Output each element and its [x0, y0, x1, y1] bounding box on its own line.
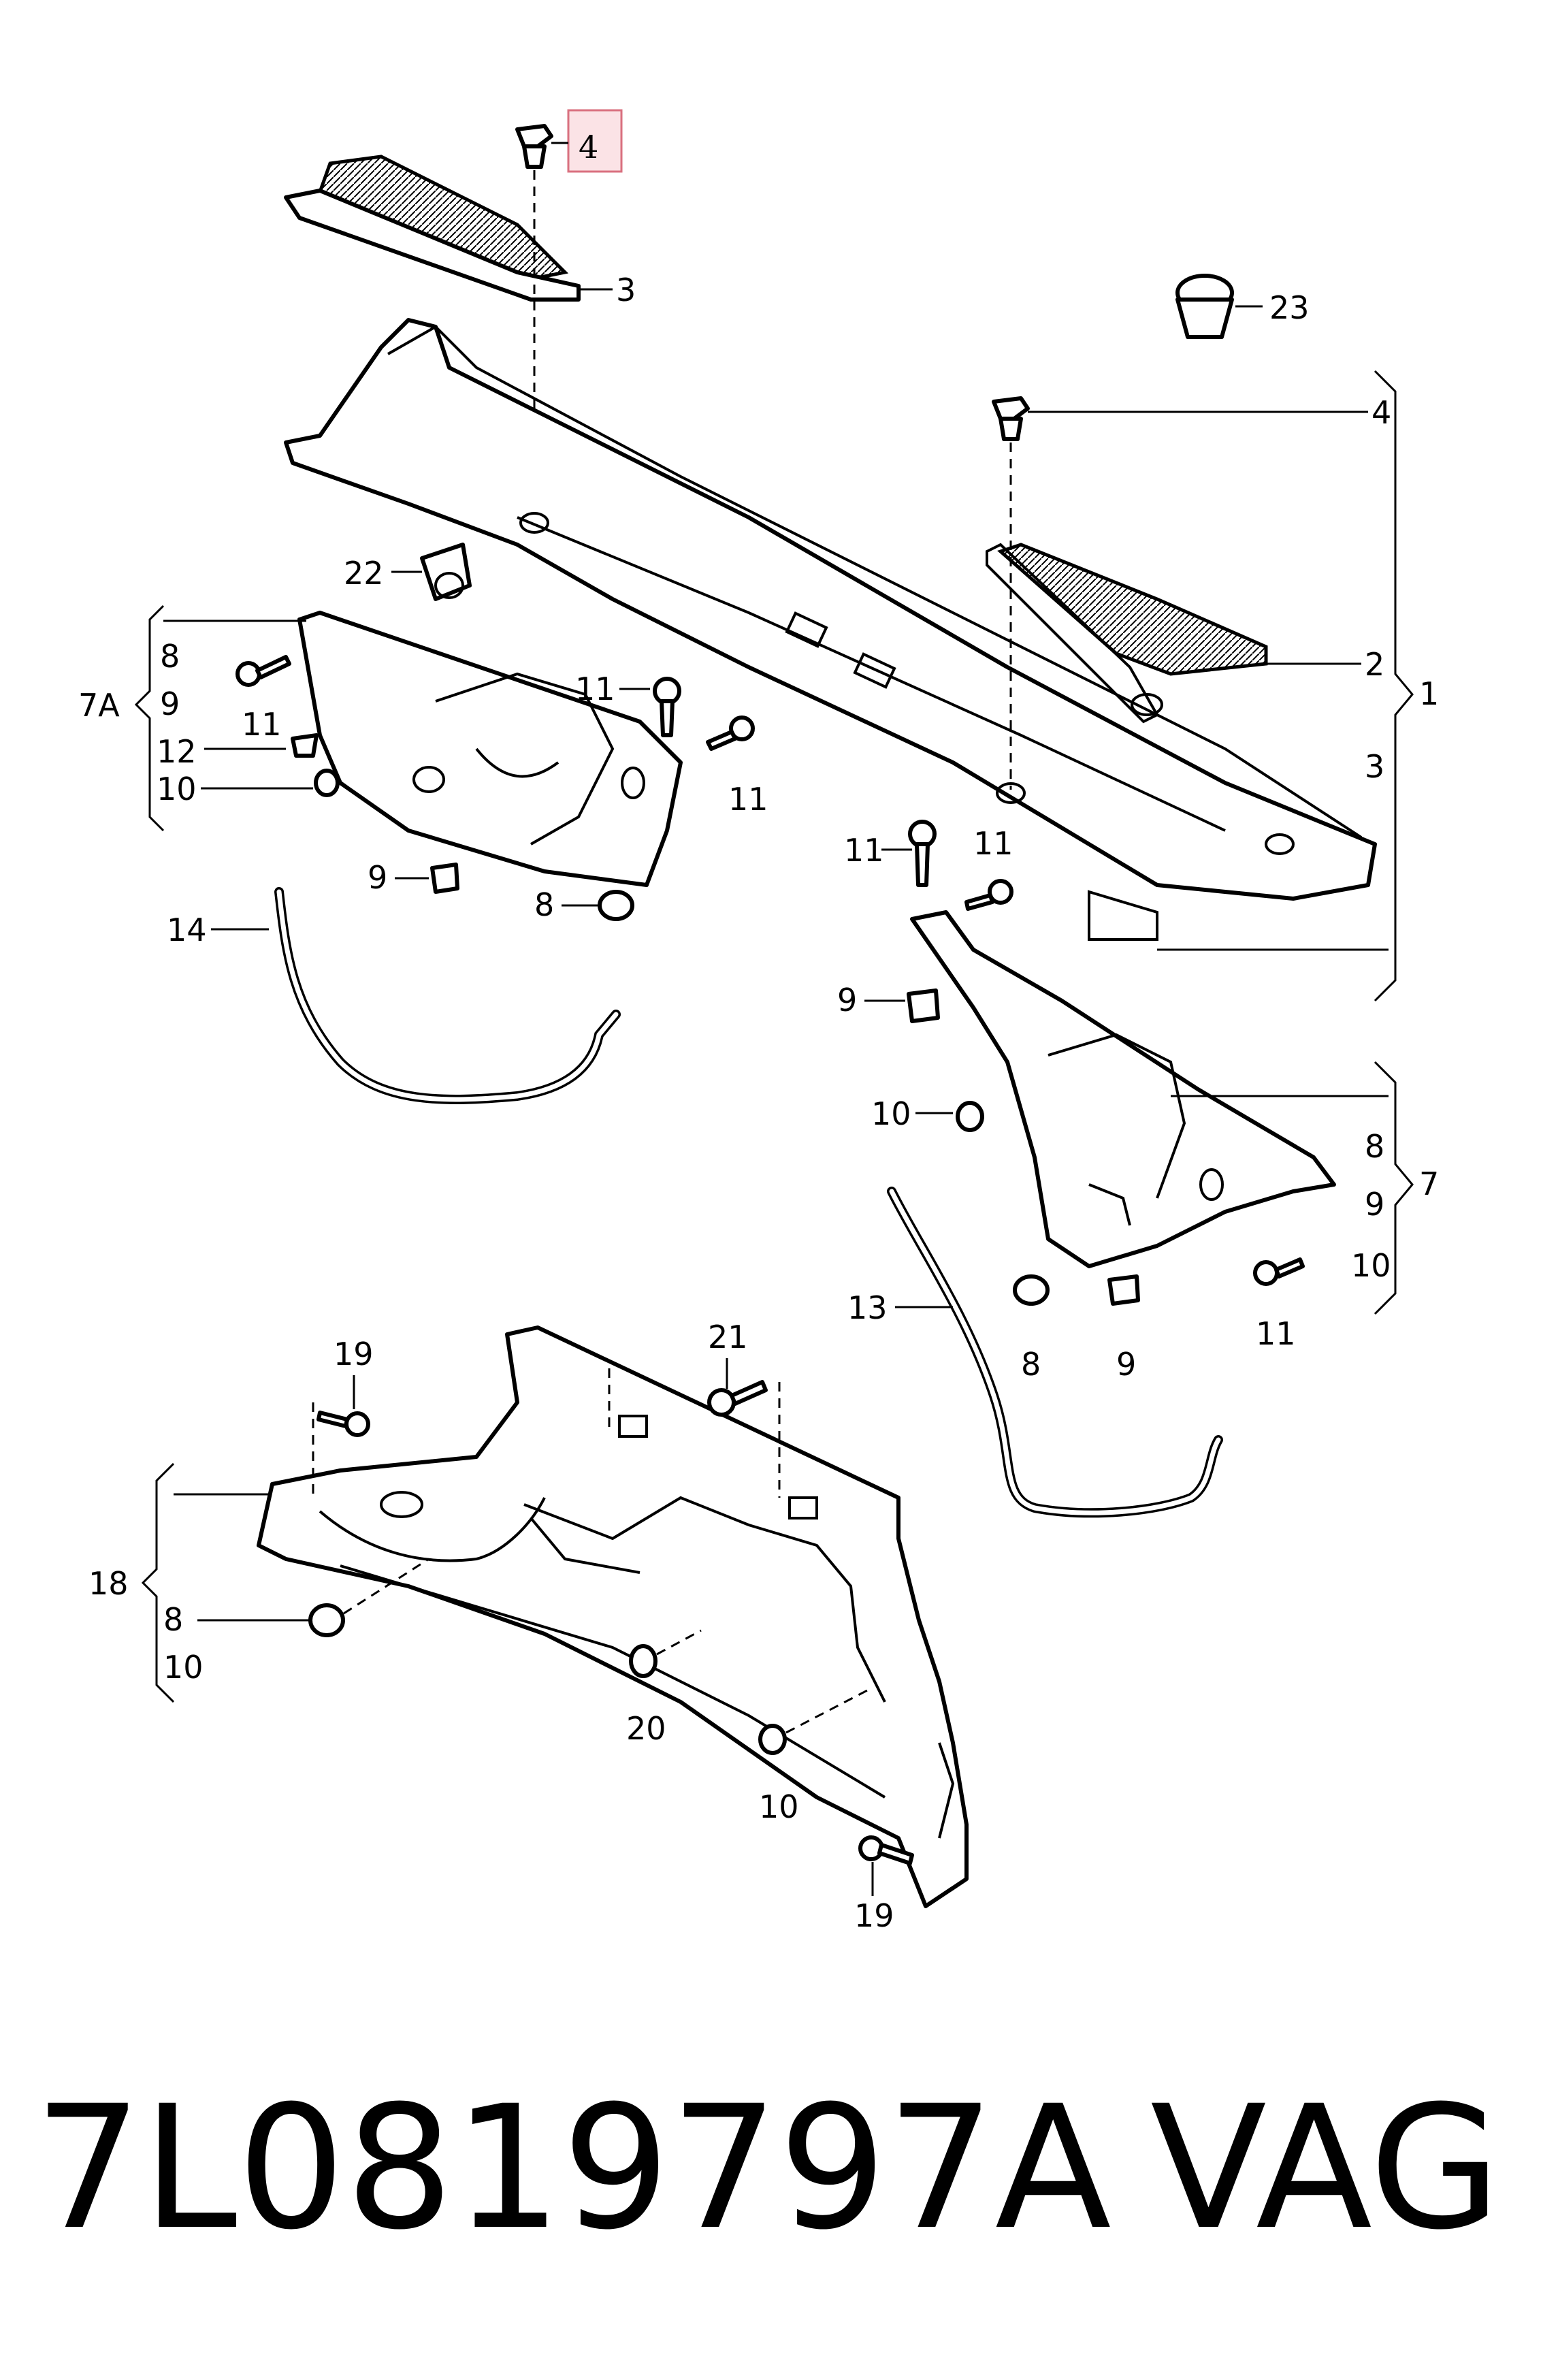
label-9-mid: 9	[368, 859, 387, 896]
label-13: 13	[847, 1289, 888, 1326]
label-1: 1	[1419, 675, 1439, 712]
label-8-mid: 8	[534, 886, 554, 923]
label-2: 2	[1365, 646, 1384, 683]
nut-20-icon	[629, 1644, 658, 1678]
clip-4-right-icon	[992, 396, 1030, 441]
bulkhead-cover-18	[257, 1325, 969, 1908]
main-cowl-panel	[284, 318, 1377, 941]
lower-cowl-grille-2	[986, 543, 1268, 724]
label-8-left: 8	[160, 638, 180, 675]
bolt-11-right-small-icon	[706, 715, 755, 751]
bolt-19-bottom-icon	[858, 1835, 914, 1865]
label-11-d: 11	[844, 832, 884, 869]
label-9-left: 9	[160, 686, 180, 722]
label-11-c: 11	[728, 781, 768, 818]
clip-9-right-icon	[907, 988, 940, 1023]
label-12: 12	[157, 733, 197, 770]
bolt-11-right-b-icon	[964, 879, 1013, 911]
bolt-11-left-icon	[236, 655, 291, 687]
nut-10-lower2-icon	[758, 1724, 787, 1755]
drain-hose-14	[274, 887, 621, 1104]
label-8-lower: 8	[163, 1601, 183, 1638]
label-9-right: 9	[837, 982, 857, 1018]
grommet-8-lower-icon	[308, 1603, 345, 1637]
grommet-23-icon	[1175, 274, 1263, 339]
label-10-brace: 10	[1351, 1247, 1391, 1284]
brace-7	[1374, 1061, 1414, 1315]
bolt-11-mid-icon	[653, 677, 681, 737]
bolt-11-right-a-icon	[908, 820, 937, 887]
label-10-left: 10	[157, 771, 197, 807]
right-cover-7	[910, 910, 1336, 1268]
brand-text: VAG	[1150, 2069, 1502, 2267]
left-cover-7A	[297, 611, 683, 887]
bolt-19-top-icon	[317, 1411, 370, 1437]
label-9-bottom: 9	[1116, 1346, 1136, 1383]
bracket-22-icon	[420, 543, 472, 601]
callout-4-highlighted[interactable]: 4	[567, 109, 623, 173]
clip-12-icon	[291, 733, 319, 758]
label-20: 20	[626, 1710, 666, 1747]
label-19-top: 19	[334, 1336, 374, 1372]
grommet-8-mid-icon	[598, 890, 634, 921]
label-10-lower2: 10	[759, 1788, 799, 1825]
clip-4-top-icon	[515, 124, 568, 169]
clip-9-bottom-icon	[1107, 1274, 1140, 1306]
bolt-21-icon	[707, 1380, 768, 1417]
clip-9-mid-icon	[430, 863, 459, 894]
svg-text:4: 4	[579, 129, 598, 165]
label-14: 14	[167, 912, 207, 948]
label-10-lower: 10	[163, 1649, 204, 1686]
dash-8-lower	[343, 1558, 429, 1615]
label-7: 7	[1419, 1165, 1439, 1202]
part-number-text: 7L0819797A	[34, 2069, 1111, 2267]
label-8-brace: 8	[1365, 1128, 1384, 1165]
label-3-right: 3	[1365, 748, 1384, 785]
label-7A: 7A	[78, 687, 120, 724]
label-8-bottom: 8	[1021, 1346, 1041, 1383]
upper-cowl-grille-small	[284, 155, 581, 302]
bolt-11-bottom-icon	[1253, 1257, 1305, 1286]
label-11-b: 11	[575, 671, 615, 707]
label-11-a: 11	[242, 706, 282, 743]
label-3-top: 3	[616, 272, 636, 308]
label-11-e: 11	[973, 825, 1013, 862]
nut-10-right-icon	[956, 1101, 984, 1132]
nut-10-left-icon	[314, 769, 340, 797]
label-10-right: 10	[871, 1095, 911, 1132]
grommet-8-bottom-icon	[1013, 1274, 1050, 1306]
label-21: 21	[708, 1319, 748, 1355]
label-19-bottom: 19	[854, 1897, 894, 1934]
label-22: 22	[344, 555, 384, 592]
brace-7A	[134, 605, 165, 832]
label-18: 18	[88, 1565, 129, 1602]
brace-1	[1374, 370, 1414, 1002]
drain-hose-13	[887, 1187, 1223, 1518]
brace-18	[141, 1462, 175, 1703]
label-4-right: 4	[1372, 394, 1391, 431]
label-23: 23	[1269, 289, 1310, 326]
label-11-bottom: 11	[1256, 1315, 1296, 1352]
dash-20	[656, 1629, 702, 1656]
label-9-brace: 9	[1365, 1186, 1384, 1223]
